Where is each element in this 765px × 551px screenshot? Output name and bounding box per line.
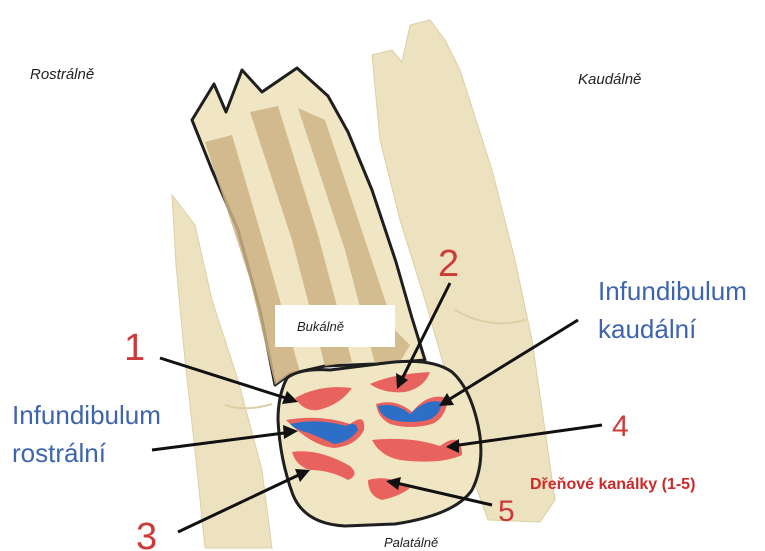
label-palatal: Palatálně — [384, 535, 438, 550]
label-buccal: Bukálně — [297, 319, 344, 334]
label-rostral: Rostrálně — [30, 66, 94, 83]
canal-number-5: 5 — [498, 495, 515, 528]
pulp-canals-legend: Dřeňové kanálky (1-5) — [530, 476, 695, 493]
canal-number-2: 2 — [438, 243, 459, 285]
canal-number-3: 3 — [136, 516, 157, 551]
label-infundibulum-rostral-line1: Infundibulum — [12, 400, 161, 430]
label-caudal: Kaudálně — [578, 71, 641, 88]
label-infundibulum-caudal-line1: Infundibulum — [598, 276, 747, 306]
canal-number-4: 4 — [612, 410, 629, 443]
label-infundibulum-rostral-line2: rostrální — [12, 438, 107, 468]
canal-number-1: 1 — [124, 327, 145, 369]
label-infundibulum-caudal-line2: kaudální — [598, 314, 697, 344]
